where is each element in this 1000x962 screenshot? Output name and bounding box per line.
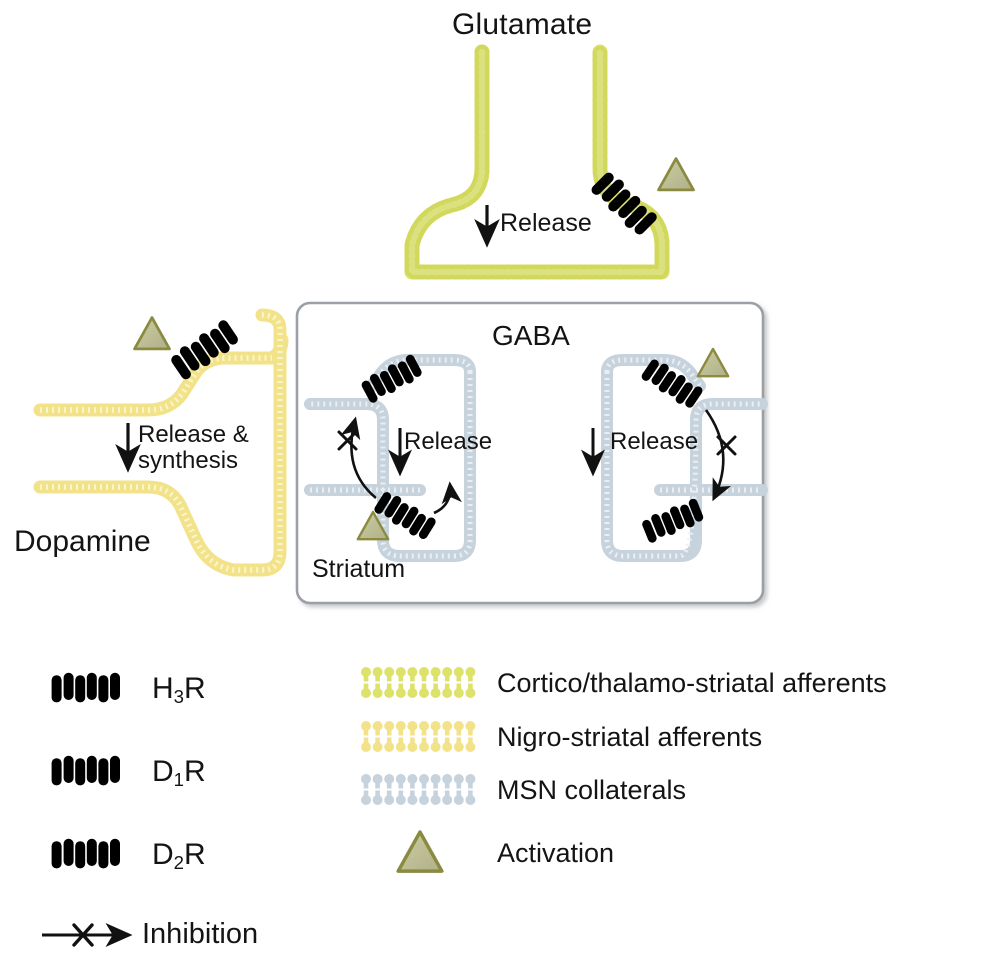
legend-receptor-d2r-icon [51,830,131,882]
gaba-left-inhibition-x [337,430,358,451]
gaba-right-synapse [581,347,768,562]
dopamine-h3r-receptor [163,305,258,392]
legend-receptor-h3r-icon [51,664,131,716]
legend-bilayer-msn-icon [361,774,476,805]
dopamine-activation-triangle [133,316,171,351]
legend-bilayer-cortico-icon [361,667,476,698]
legend-label-msn: MSN collaterals [497,775,687,805]
legend-label-cortico: Cortico/thalamo-striatal afferents [497,668,887,698]
gaba-right-inhibition-x [716,435,737,456]
gaba-right-membrane [601,354,768,562]
gaba-right-inhibition-arrow [704,409,731,502]
legend-bilayer-nigro-icon [361,721,476,752]
glutamate-activation-triangle [657,157,695,192]
glutamate-membrane [404,44,670,280]
legend-label-activation: Activation [497,838,615,868]
legend-label-d2r: D2R [152,838,206,874]
legend-receptor-d1r-icon [51,747,131,799]
gaba-left-synapse [304,342,476,562]
legend-label-inhibition: Inhibition [142,918,259,950]
legend-inhibition-icon [42,923,133,947]
dopamine-membrane [33,308,289,577]
dopamine-label: Dopamine [14,525,151,558]
legend-label-h3r: H3R [152,672,206,708]
legend-activation-icon [396,830,444,873]
striatum-label: Striatum [312,555,406,583]
legend-label-nigro: Nigro-striatal afferents [497,722,763,752]
dopamine-release-line1: Release & [138,421,249,448]
gaba-left-feedback-arrow [433,481,462,515]
glutamate-release-label: Release [500,209,592,237]
legend-bilayer-group [361,667,476,805]
legend-label-d1r: D1R [152,755,206,791]
gaba-left-release-label: Release [404,428,493,455]
glutamate-terminal [404,44,695,280]
dopamine-release-line2: synthesis [138,446,239,474]
gaba-label: GABA [492,320,570,351]
dopamine-terminal [33,305,289,577]
gaba-right-release-label: Release [610,428,699,455]
gaba-left-inhibition-arrow [340,416,377,500]
dopamine-release-label: Release & synthesis [138,422,249,474]
glutamate-label: Glutamate [452,8,593,41]
